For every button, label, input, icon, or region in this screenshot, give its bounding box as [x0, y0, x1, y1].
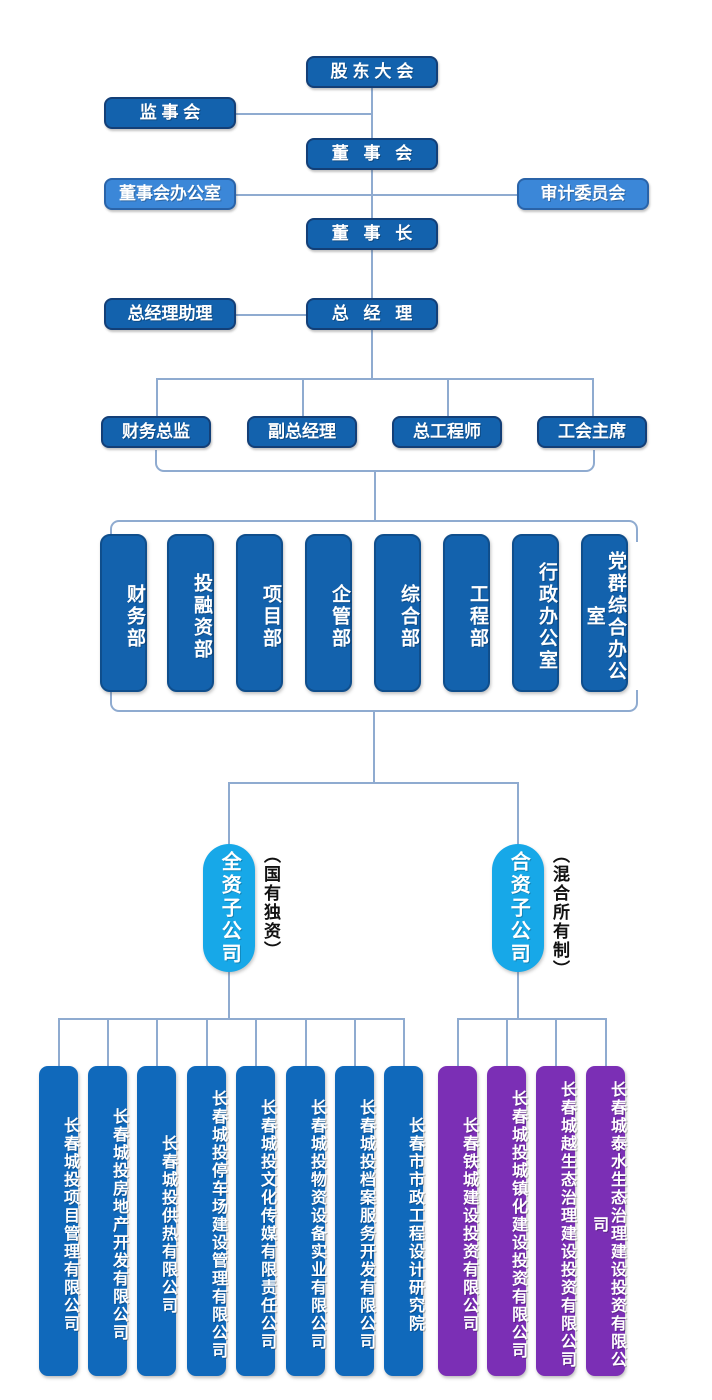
- node-board-of-directors[interactable]: 董 事 会: [306, 138, 438, 170]
- node-joint-venture-subsidiaries[interactable]: 合资子公司: [492, 844, 544, 972]
- node-department-general-affairs[interactable]: 综合部: [374, 534, 421, 692]
- node-subsidiary-blue-6[interactable]: 长春城投物资设备实业有限公司: [286, 1066, 325, 1376]
- caption-joint-venture: （混合所有制）: [550, 846, 569, 979]
- node-subsidiary-purple-3[interactable]: 长春城越生态治理建设投资有限公司: [536, 1066, 575, 1376]
- node-subsidiary-blue-8[interactable]: 长春市市政工程设计研究院: [384, 1066, 423, 1376]
- connector-exec-drop-1: [156, 378, 158, 416]
- node-subsidiary-blue-5[interactable]: 长春城投文化传媒有限责任公司: [236, 1066, 275, 1376]
- connector-supervisory-board: [236, 113, 372, 115]
- connector-blue-drop-8: [403, 1018, 405, 1066]
- node-wholly-owned-subsidiaries[interactable]: 全资子公司: [203, 844, 255, 972]
- bracket-departments-top: [110, 520, 638, 542]
- connector-chairman-to-gm: [371, 248, 373, 300]
- connector-subsidiary-split-bar: [228, 782, 518, 784]
- connector-blue-drop-3: [156, 1018, 158, 1066]
- connector-joint-venture-stem: [517, 970, 519, 1018]
- node-subsidiary-purple-4[interactable]: 长春城泰水生态治理建设投资有限公司: [586, 1066, 625, 1376]
- node-department-party-affairs-office[interactable]: 党群综合办公室: [581, 534, 628, 692]
- connector-to-joint-venture-oval: [517, 782, 519, 850]
- connector-exec-drop-4: [592, 378, 594, 416]
- node-subsidiary-purple-2[interactable]: 长春城投城镇化建设投资有限公司: [487, 1066, 526, 1376]
- node-department-project[interactable]: 项目部: [236, 534, 283, 692]
- node-executive-cfo[interactable]: 财务总监: [101, 416, 211, 448]
- connector-shareholders-to-board: [371, 88, 373, 140]
- connector-exec-drop-3: [447, 378, 449, 416]
- node-department-enterprise-management[interactable]: 企管部: [305, 534, 352, 692]
- connector-joint-venture-bar: [457, 1018, 605, 1020]
- connector-purple-drop-1: [457, 1018, 459, 1066]
- connector-blue-drop-6: [305, 1018, 307, 1066]
- connector-audit-committee: [371, 194, 517, 196]
- node-department-finance[interactable]: 财务部: [100, 534, 147, 692]
- bracket-executives-collect: [155, 450, 595, 472]
- connector-gm-to-executives: [371, 328, 373, 380]
- connector-wholly-owned-stem: [228, 970, 230, 1018]
- connector-executive-bar: [156, 378, 594, 380]
- node-subsidiary-blue-1[interactable]: 长春城投项目管理有限公司: [39, 1066, 78, 1376]
- node-general-manager[interactable]: 总 经 理: [306, 298, 438, 330]
- caption-wholly-owned: （国有独资）: [261, 846, 280, 960]
- node-supervisory-board[interactable]: 监 事 会: [104, 97, 236, 129]
- node-subsidiary-blue-3[interactable]: 长春城投供热有限公司: [137, 1066, 176, 1376]
- node-executive-chief-engineer[interactable]: 总工程师: [392, 416, 502, 448]
- connector-gm-assistant: [236, 314, 372, 316]
- connector-blue-drop-5: [255, 1018, 257, 1066]
- connector-board-office: [236, 194, 372, 196]
- node-gm-assistant[interactable]: 总经理助理: [104, 298, 236, 330]
- node-board-office[interactable]: 董事会办公室: [104, 178, 236, 210]
- node-subsidiary-blue-7[interactable]: 长春城投档案服务开发有限公司: [335, 1066, 374, 1376]
- node-department-administrative-office[interactable]: 行政办公室: [512, 534, 559, 692]
- node-shareholders-meeting[interactable]: 股东大会: [306, 56, 438, 88]
- bracket-departments-bottom: [110, 690, 638, 712]
- node-subsidiary-blue-2[interactable]: 长春城投房地产开发有限公司: [88, 1066, 127, 1376]
- node-subsidiary-purple-1[interactable]: 长春铁城建设投资有限公司: [438, 1066, 477, 1376]
- connector-blue-drop-1: [58, 1018, 60, 1066]
- connector-departments-to-subsidiaries: [373, 710, 375, 782]
- node-department-investment-financing[interactable]: 投融资部: [167, 534, 214, 692]
- connector-to-wholly-owned-oval: [228, 782, 230, 850]
- connector-wholly-owned-bar: [58, 1018, 403, 1020]
- node-chairman[interactable]: 董 事 长: [306, 218, 438, 250]
- connector-blue-drop-7: [354, 1018, 356, 1066]
- connector-purple-drop-4: [605, 1018, 607, 1066]
- node-department-engineering[interactable]: 工程部: [443, 534, 490, 692]
- node-executive-deputy-gm[interactable]: 副总经理: [247, 416, 357, 448]
- node-executive-union-chair[interactable]: 工会主席: [537, 416, 647, 448]
- node-subsidiary-blue-4[interactable]: 长春城投停车场建设管理有限公司: [187, 1066, 226, 1376]
- connector-blue-drop-4: [206, 1018, 208, 1066]
- connector-exec-to-departments: [374, 470, 376, 522]
- connector-exec-drop-2: [302, 378, 304, 416]
- connector-blue-drop-2: [107, 1018, 109, 1066]
- connector-purple-drop-2: [506, 1018, 508, 1066]
- node-audit-committee[interactable]: 审计委员会: [517, 178, 649, 210]
- connector-purple-drop-3: [555, 1018, 557, 1066]
